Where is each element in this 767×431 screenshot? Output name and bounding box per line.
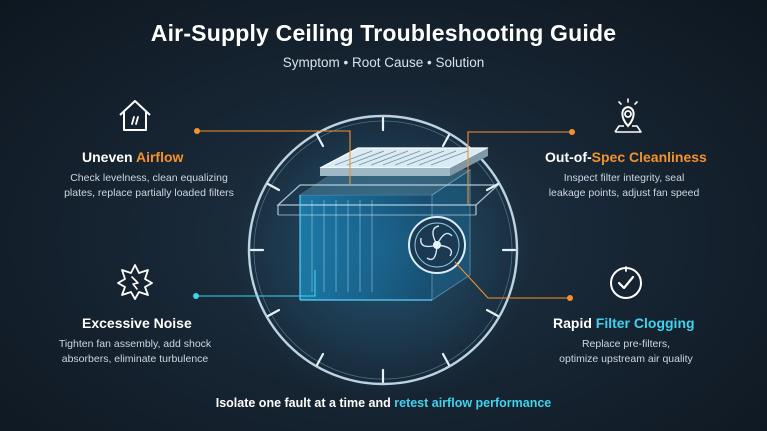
item-desc-cleanliness: Inspect filter integrity, seal leakage p… — [548, 172, 700, 199]
leader-cleanliness — [467, 131, 572, 205]
leader-uneven-airflow — [197, 130, 351, 185]
item-desc-uneven-airflow: Check levelness, clean equalizing plates… — [64, 172, 234, 199]
ceiling-unit — [276, 147, 500, 301]
item-title-cleanliness: Out-of-Spec Cleanliness — [545, 149, 707, 165]
page-subtitle: Symptom • Root Cause • Solution — [282, 55, 485, 70]
dial-ticks — [249, 116, 517, 384]
leader-filter-clogging — [454, 261, 570, 299]
location-pin-icon — [614, 98, 642, 133]
house-icon — [119, 100, 151, 131]
dial-ring-outer — [247, 114, 519, 386]
fan — [408, 216, 466, 274]
item-title-uneven-airflow: Uneven Airflow — [82, 149, 184, 165]
item-title-excessive-noise: Excessive Noise — [82, 315, 192, 331]
page-title: Air-Supply Ceiling Troubleshooting Guide — [150, 20, 617, 46]
leader-lines — [193, 128, 575, 301]
item-title-filter-clogging: Rapid Filter Clogging — [553, 315, 695, 331]
checkmark-circle-icon — [610, 266, 642, 299]
item-desc-filter-clogging: Replace pre-filters, optimize upstream a… — [559, 338, 693, 365]
noise-burst-icon — [117, 264, 153, 300]
footer-note: Isolate one fault at a time and retest a… — [215, 396, 552, 410]
leader-noise — [196, 270, 316, 297]
item-desc-excessive-noise: Tighten fan assembly, add shock absorber… — [58, 338, 212, 365]
